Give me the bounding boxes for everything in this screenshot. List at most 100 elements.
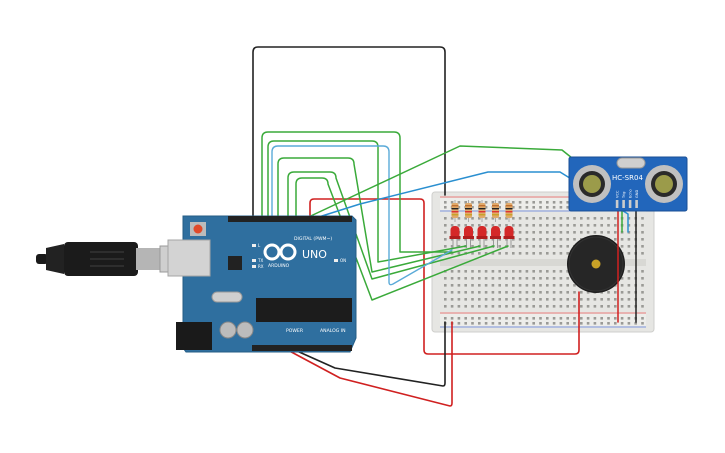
- breadboard-hole: [525, 238, 529, 241]
- breadboard-hole: [471, 217, 474, 220]
- breadboard-hole: [484, 317, 488, 320]
- breadboard-hole: [518, 270, 522, 273]
- arduino-brand: ARDUINO: [268, 263, 290, 269]
- breadboard-hole: [614, 217, 617, 220]
- resistor: [505, 200, 513, 222]
- buzzer-icon: [591, 259, 601, 269]
- breadboard-hole: [532, 245, 535, 248]
- breadboard-hole: [600, 298, 603, 301]
- breadboard-hole: [641, 217, 644, 220]
- breadboard-hole: [620, 298, 624, 301]
- resistor-array: [451, 200, 513, 222]
- breadboard-hole: [505, 305, 508, 308]
- wire-green-1: [261, 131, 453, 253]
- breadboard-hole: [546, 231, 549, 234]
- breadboard-hole: [450, 224, 454, 227]
- breadboard-hole: [471, 201, 474, 204]
- breadboard-hole: [505, 277, 508, 280]
- breadboard-hole: [478, 270, 481, 273]
- breadboard-hole: [573, 305, 576, 308]
- sensor-pin-label: Trig: [622, 192, 626, 199]
- breadboard-hole: [478, 224, 481, 227]
- breadboard-hole: [471, 206, 474, 209]
- breadboard-hole: [525, 245, 529, 248]
- breadboard-hole: [546, 305, 549, 308]
- breadboard-hole: [546, 284, 549, 287]
- breadboard-hole: [478, 322, 481, 325]
- breadboard-hole: [600, 317, 603, 320]
- breadboard-hole: [532, 277, 535, 280]
- breadboard-hole: [600, 322, 603, 325]
- breadboard-hole: [444, 317, 447, 320]
- analog-label: ANALOG IN: [320, 328, 346, 334]
- breadboard-hole: [464, 298, 467, 301]
- breadboard-hole: [444, 277, 447, 280]
- breadboard-hole: [505, 270, 508, 273]
- breadboard-hole: [498, 201, 501, 204]
- breadboard-hole: [573, 238, 576, 241]
- breadboard-hole: [586, 305, 590, 308]
- wire-green-4: [287, 171, 495, 280]
- breadboard-hole: [491, 217, 495, 220]
- breadboard-hole: [566, 284, 569, 287]
- arduino-board: UNO ARDUINO DIGITAL (PWM~) POWER ANALOG …: [167, 215, 357, 353]
- breadboard-hole: [525, 291, 529, 294]
- breadboard-hole: [620, 277, 624, 280]
- breadboard-hole: [512, 317, 515, 320]
- sensor-pin-label: GND: [635, 190, 639, 198]
- breadboard-hole: [532, 270, 535, 273]
- breadboard-hole: [498, 305, 501, 308]
- breadboard-hole: [532, 305, 535, 308]
- breadboard-hole: [641, 231, 644, 234]
- breadboard-hole: [457, 277, 461, 280]
- breadboard-hole: [525, 201, 529, 204]
- breadboard-hole: [512, 224, 515, 227]
- breadboard-hole: [566, 298, 569, 301]
- breadboard-hole: [607, 322, 610, 325]
- breadboard-hole: [484, 270, 488, 273]
- breadboard-hole: [464, 201, 467, 204]
- breadboard-hole: [478, 284, 481, 287]
- breadboard-hole: [512, 298, 515, 301]
- breadboard-hole: [566, 317, 569, 320]
- breadboard-hole: [580, 305, 583, 308]
- breadboard-hole: [566, 206, 569, 209]
- breadboard-hole: [450, 201, 454, 204]
- breadboard-hole: [532, 224, 535, 227]
- breadboard-hole: [614, 231, 617, 234]
- breadboard-hole: [627, 284, 631, 287]
- breadboard-hole: [539, 305, 542, 308]
- sensor-pin-label: Echo: [629, 189, 633, 198]
- breadboard-hole: [498, 284, 501, 287]
- breadboard-hole: [641, 305, 644, 308]
- breadboard-hole: [580, 322, 583, 325]
- breadboard-hole: [457, 270, 461, 273]
- breadboard-hole: [491, 305, 495, 308]
- breadboard-hole: [614, 322, 617, 325]
- breadboard-hole: [478, 298, 481, 301]
- breadboard-hole: [505, 224, 508, 227]
- breadboard-hole: [614, 305, 617, 308]
- breadboard-hole: [600, 217, 603, 220]
- breadboard-hole: [464, 305, 467, 308]
- breadboard-hole: [614, 291, 617, 294]
- breadboard-hole: [641, 317, 644, 320]
- breadboard-hole: [559, 277, 563, 280]
- breadboard-hole: [620, 238, 624, 241]
- breadboard-hole: [457, 298, 461, 301]
- breadboard-hole: [586, 317, 590, 320]
- breadboard-hole: [484, 305, 488, 308]
- breadboard-hole: [546, 291, 549, 294]
- breadboard-hole: [627, 245, 631, 248]
- breadboard-hole: [532, 284, 535, 287]
- breadboard-hole: [450, 291, 454, 294]
- breadboard-hole: [450, 238, 454, 241]
- breadboard-hole: [641, 252, 644, 255]
- breadboard-hole: [559, 298, 563, 301]
- breadboard-hole: [471, 277, 474, 280]
- breadboard-hole: [478, 305, 481, 308]
- breadboard-hole: [552, 284, 556, 287]
- breadboard-hole: [505, 252, 508, 255]
